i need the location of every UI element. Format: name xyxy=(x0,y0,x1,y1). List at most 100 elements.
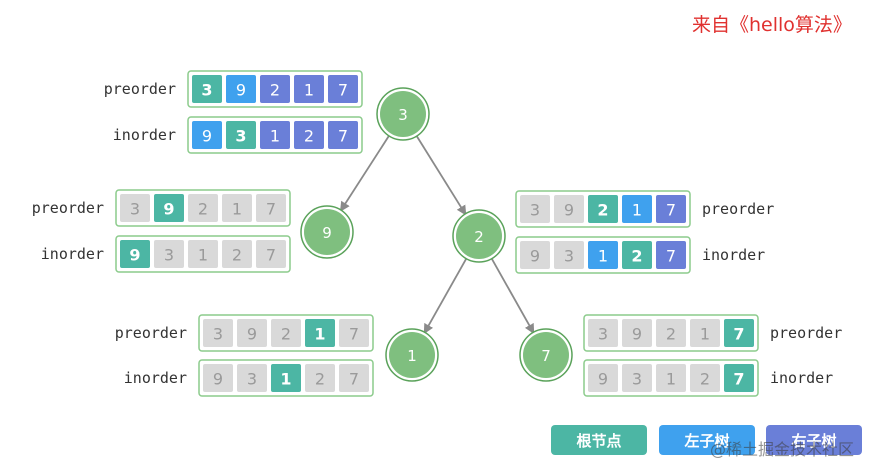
array-cell-root xyxy=(305,319,335,347)
array-cell-left xyxy=(192,121,222,149)
array-cell-value: 3 xyxy=(235,127,246,146)
array-cell-inactive xyxy=(554,195,584,223)
array-cell-value: 2 xyxy=(304,127,314,146)
array-cell-inactive xyxy=(520,195,550,223)
array-cell-right xyxy=(294,121,324,149)
tree-node-label: 3 xyxy=(398,106,408,124)
array-label-inorder: inorder xyxy=(41,245,104,263)
array-cell-value: 9 xyxy=(564,201,574,220)
array-cell-value: 3 xyxy=(564,247,574,266)
tree-node-9: 9 xyxy=(300,205,354,259)
tree-node-label: 2 xyxy=(474,228,484,246)
array-cell-inactive xyxy=(237,364,267,392)
array-cell-value: 9 xyxy=(236,81,246,100)
array-cell-inactive xyxy=(656,364,686,392)
array-cell-value: 1 xyxy=(198,246,208,265)
array-cell-inactive xyxy=(554,241,584,269)
array-cell-value: 7 xyxy=(266,200,276,219)
array-cell-value: 3 xyxy=(213,325,223,344)
array-cell-value: 1 xyxy=(280,370,291,389)
array-cell-value: 3 xyxy=(530,201,540,220)
legend-root: 根节点 xyxy=(551,425,647,455)
array-cell-root xyxy=(724,364,754,392)
array-cell-inactive xyxy=(203,364,233,392)
array-cell-inactive xyxy=(203,319,233,347)
array-label-inorder: inorder xyxy=(113,126,176,144)
array-label-inorder: inorder xyxy=(770,369,833,387)
tree-node-7: 7 xyxy=(519,328,573,382)
array-cell-inactive xyxy=(690,364,720,392)
tree-edge-n2-n7 xyxy=(490,257,535,335)
array-cell-value: 1 xyxy=(270,127,280,146)
array-cell-inactive xyxy=(588,319,618,347)
tree-node-label: 7 xyxy=(541,347,551,365)
tree-node-3: 3 xyxy=(376,87,430,141)
array-label-preorder: preorder xyxy=(104,80,176,98)
array-cell-root xyxy=(226,121,256,149)
array-cell-root xyxy=(154,194,184,222)
array-cell-value: 9 xyxy=(598,370,608,389)
array-cell-inactive xyxy=(271,319,301,347)
array-cell-value: 2 xyxy=(315,370,325,389)
array-cell-inactive xyxy=(622,364,652,392)
legend-right-subtree: 右子树 xyxy=(766,425,862,455)
array-cell-value: 9 xyxy=(247,325,257,344)
array-cell-inactive xyxy=(520,241,550,269)
watermark: @稀土掘金技术社区 xyxy=(710,440,855,459)
array-cell-inactive xyxy=(256,240,286,268)
array-cell-value: 2 xyxy=(198,200,208,219)
array-cell-inactive xyxy=(588,364,618,392)
array-cell-root xyxy=(622,241,652,269)
array-cell-value: 2 xyxy=(700,370,710,389)
array-cell-right xyxy=(260,121,290,149)
array-cell-value: 7 xyxy=(338,127,348,146)
array-cell-value: 1 xyxy=(700,325,710,344)
array-cell-value: 2 xyxy=(631,247,642,266)
array-cell-value: 1 xyxy=(304,81,314,100)
array-cell-right xyxy=(328,121,358,149)
array-cell-inactive xyxy=(256,194,286,222)
array-cell-value: 3 xyxy=(130,200,140,219)
array-cell-value: 7 xyxy=(349,325,359,344)
array-cell-value: 3 xyxy=(598,325,608,344)
array-cell-value: 9 xyxy=(632,325,642,344)
array-cell-value: 9 xyxy=(163,200,174,219)
array-cell-value: 3 xyxy=(247,370,257,389)
array-cell-left xyxy=(622,195,652,223)
array-cell-value: 3 xyxy=(632,370,642,389)
tree-edge-n3-n2 xyxy=(415,134,467,216)
array-cell-value: 1 xyxy=(314,325,325,344)
tree-node-label: 1 xyxy=(407,347,417,365)
array-cell-value: 2 xyxy=(597,201,608,220)
array-cell-root xyxy=(724,319,754,347)
array-cell-right xyxy=(294,75,324,103)
array-cell-inactive xyxy=(339,364,369,392)
array-cell-value: 9 xyxy=(202,127,212,146)
array-cell-inactive xyxy=(222,240,252,268)
array-cell-inactive xyxy=(656,319,686,347)
tree-edge-n3-n9 xyxy=(339,134,391,212)
tree-nodes: 3 9 2 1 7 xyxy=(300,87,573,382)
array-cell-inactive xyxy=(222,194,252,222)
array-cell-inactive xyxy=(120,194,150,222)
tree-edge-n2-n1 xyxy=(423,257,468,335)
array-cell-value: 7 xyxy=(349,370,359,389)
array-inorder-i3: 9 3 1 2 7 inorder xyxy=(113,116,363,154)
array-cell-value: 2 xyxy=(232,246,242,265)
array-cell-value: 9 xyxy=(213,370,223,389)
array-label-inorder: inorder xyxy=(124,369,187,387)
tree-node-2: 2 xyxy=(452,209,506,263)
array-cell-right xyxy=(656,241,686,269)
array-cell-right xyxy=(656,195,686,223)
array-cell-value: 1 xyxy=(598,247,608,266)
array-cell-inactive xyxy=(237,319,267,347)
legend-left-subtree: 左子树 xyxy=(659,425,755,455)
